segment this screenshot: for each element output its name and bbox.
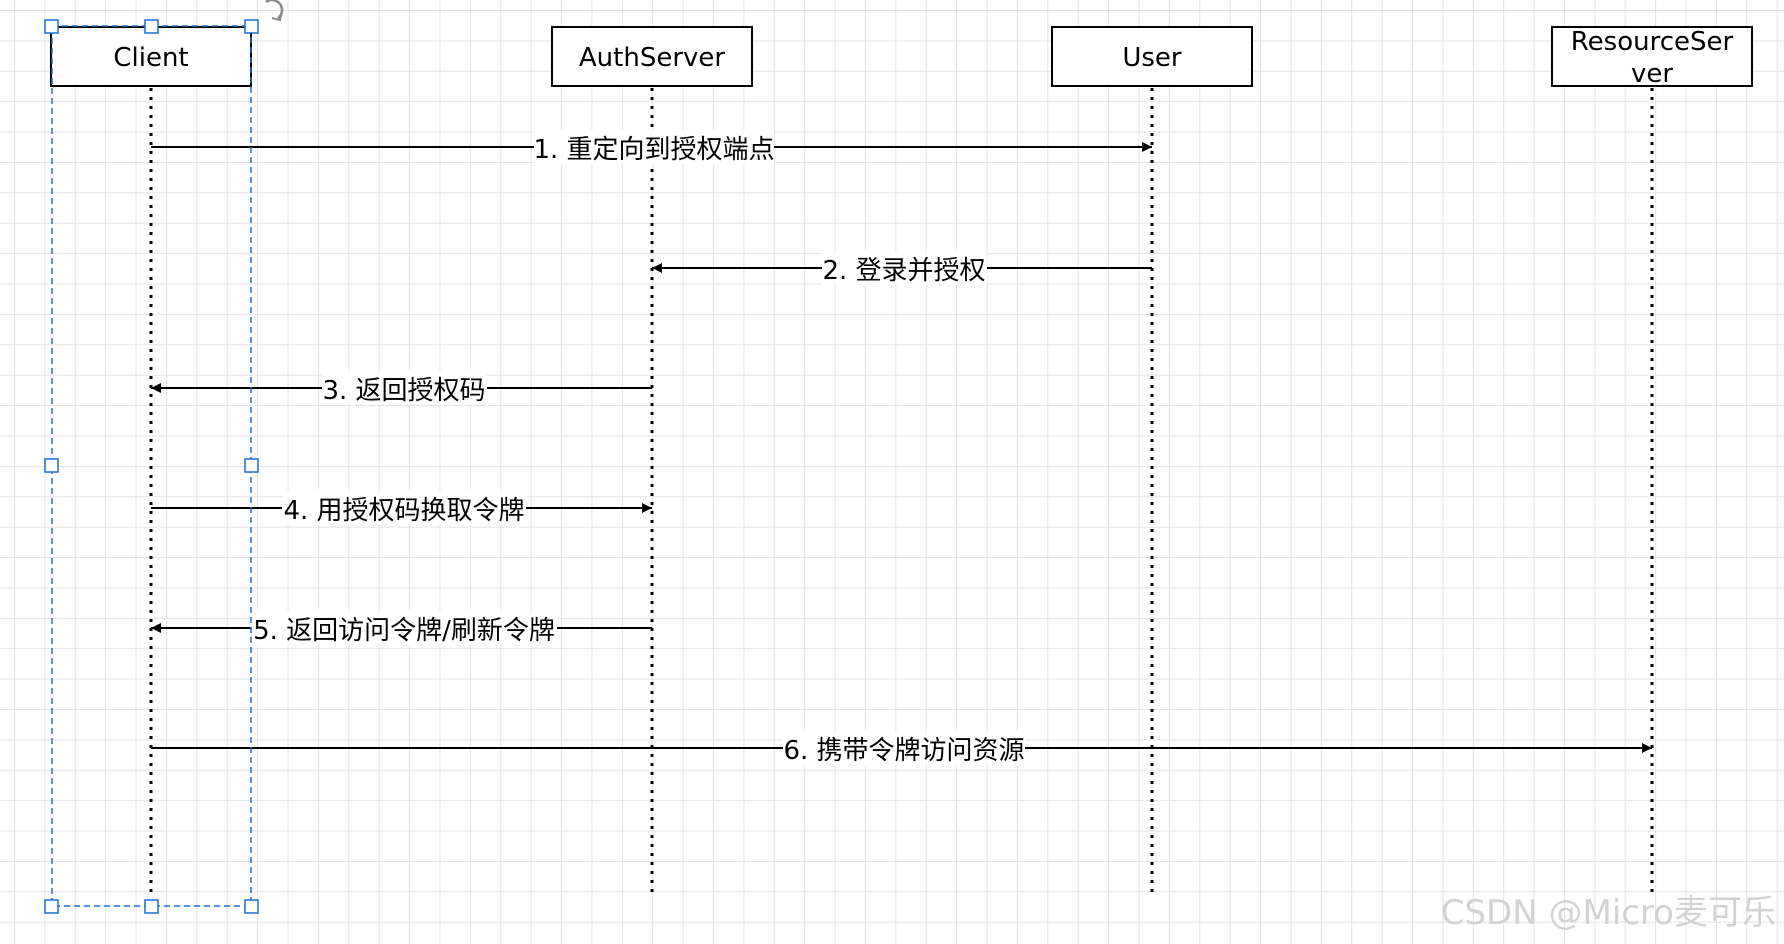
message-3-label: 3. 返回授权码 (322, 376, 485, 406)
participant-resource-label-line2: ver (1631, 59, 1673, 89)
message-6-label: 6. 携带令牌访问资源 (783, 736, 1024, 766)
message-1[interactable]: 1. 重定向到授权端点 (151, 130, 1152, 165)
watermark: CSDN @Micro麦可乐 (1440, 893, 1776, 933)
message-2[interactable]: 2. 登录并授权 (652, 251, 1152, 286)
resize-handle-top-left[interactable] (44, 19, 59, 34)
message-6[interactable]: 6. 携带令牌访问资源 (151, 731, 1652, 766)
rotate-handle-icon[interactable] (265, 0, 284, 22)
message-5-label: 5. 返回访问令牌/刷新令牌 (253, 616, 555, 646)
resize-handle-bottom-right[interactable] (244, 899, 259, 914)
resize-handle-middle-right[interactable] (244, 458, 259, 473)
message-4[interactable]: 4. 用授权码换取令牌 (151, 491, 652, 526)
message-2-label: 2. 登录并授权 (822, 256, 985, 286)
message-1-label: 1. 重定向到授权端点 (533, 135, 774, 165)
message-5[interactable]: 5. 返回访问令牌/刷新令牌 (151, 611, 652, 646)
resize-handle-top-center[interactable] (144, 19, 159, 34)
participant-user-label: User (1122, 43, 1182, 73)
participant-resource-label-line1: ResourceSer (1571, 27, 1734, 57)
resize-handle-middle-left[interactable] (44, 458, 59, 473)
participant-auth-label: AuthServer (579, 43, 726, 73)
resize-handle-top-right[interactable] (244, 19, 259, 34)
message-3[interactable]: 3. 返回授权码 (151, 371, 652, 406)
participant-client[interactable]: Client (50, 26, 252, 87)
participant-auth[interactable]: AuthServer (551, 26, 753, 87)
participant-user[interactable]: User (1051, 26, 1253, 87)
resize-handle-bottom-left[interactable] (44, 899, 59, 914)
selection-handles[interactable] (44, 19, 259, 914)
message-4-label: 4. 用授权码换取令牌 (283, 496, 524, 526)
participant-resource[interactable]: ResourceSer ver (1551, 26, 1753, 89)
participant-client-label: Client (113, 43, 188, 73)
resize-handle-bottom-center[interactable] (144, 899, 159, 914)
